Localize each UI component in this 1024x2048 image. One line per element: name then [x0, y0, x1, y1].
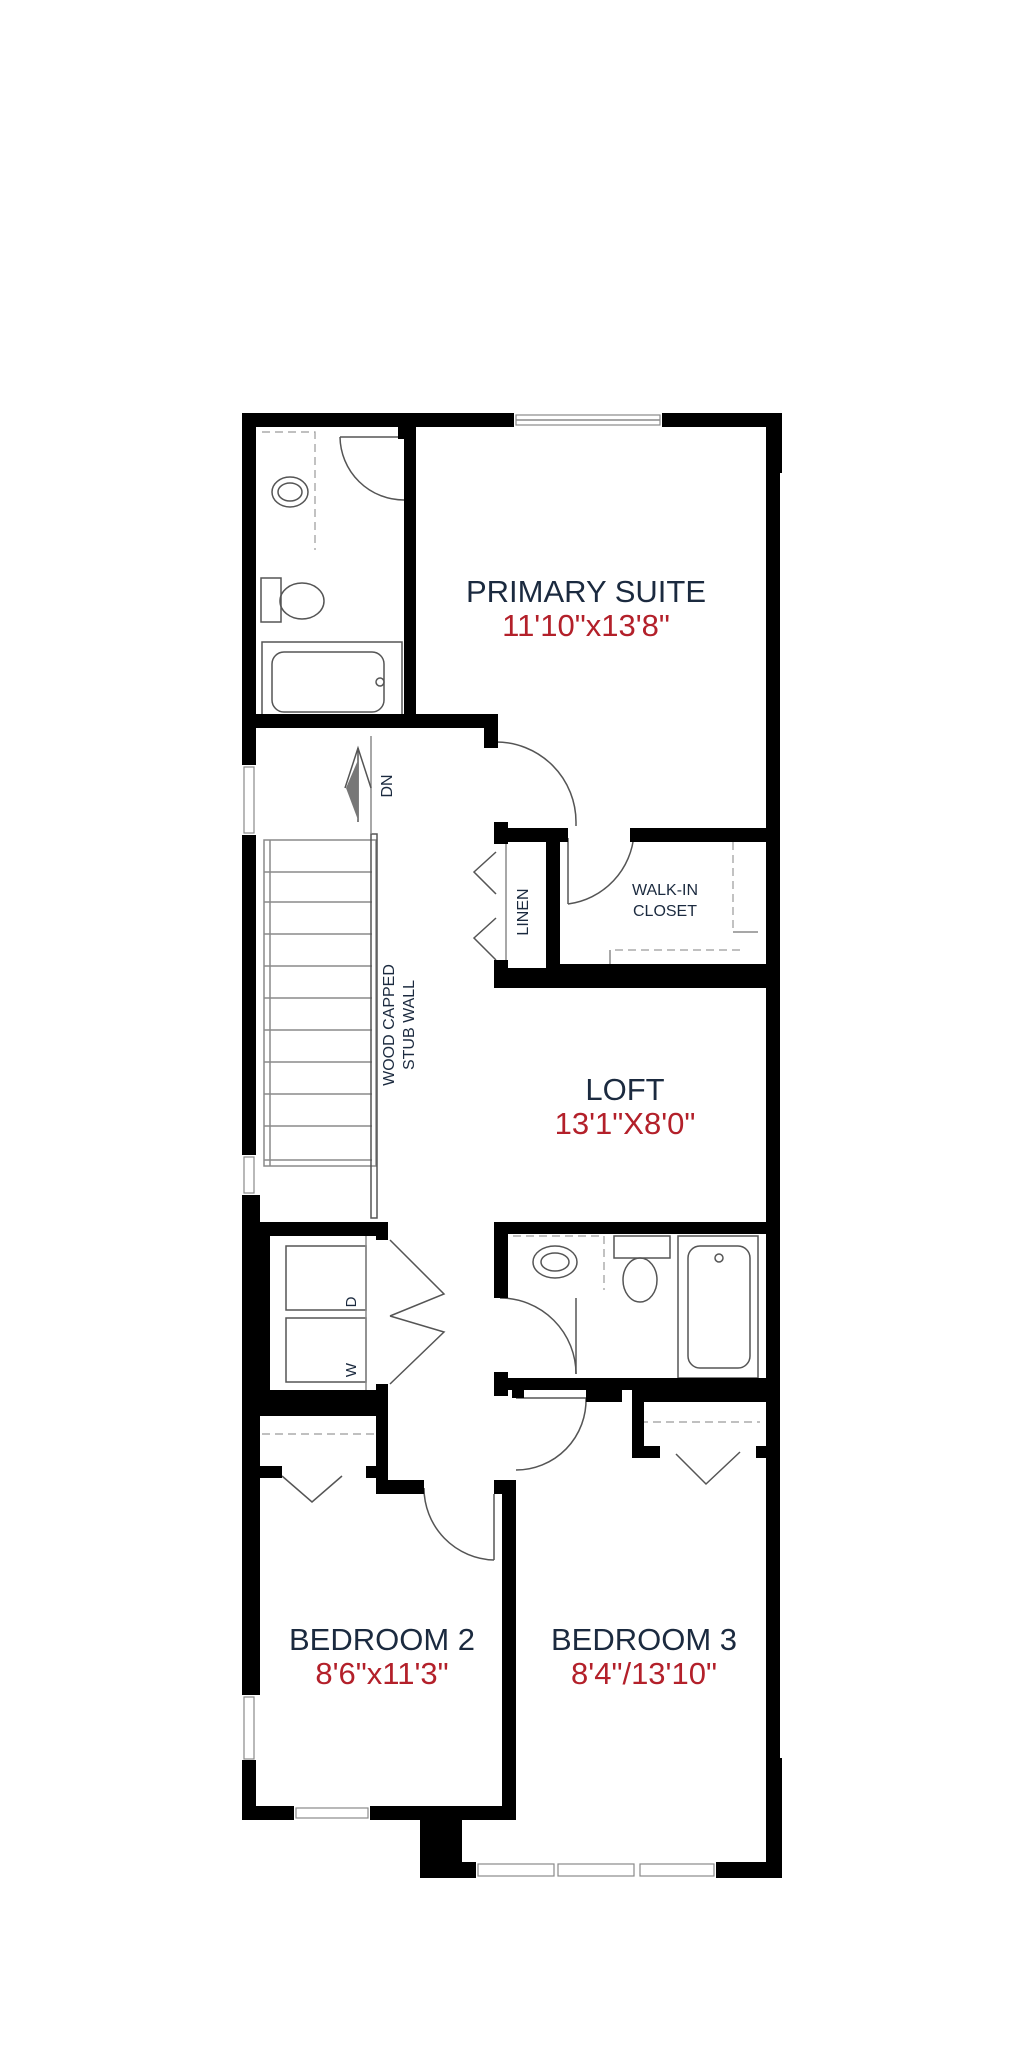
bedroom-2-name: BEDROOM 2: [289, 1622, 475, 1657]
ensuite-sink: [271, 476, 309, 508]
primary-suite-dimensions: 11'10"x13'8": [502, 608, 670, 643]
main-bath-toilet: [622, 1257, 658, 1303]
walk-in-label-line2: CLOSET: [633, 903, 697, 920]
main-bath-faucet: [714, 1253, 724, 1263]
laundry-bifold-door: [389, 1239, 446, 1317]
walk-in-label-line1: WALK-IN: [632, 882, 698, 899]
loft-name: LOFT: [585, 1072, 664, 1107]
stub-wall-label-line1: WOOD CAPPED: [381, 964, 398, 1086]
main-bath-vanity-counter: [500, 1235, 605, 1290]
walk-in-door: [567, 833, 635, 905]
main-bath-door: [499, 1297, 577, 1375]
window-stair-upper: [243, 766, 255, 834]
dryer-label: D: [343, 1296, 360, 1307]
main-bath-sink: [532, 1245, 578, 1279]
window-bedroom-2: [295, 1807, 369, 1819]
stub-wall: [370, 833, 378, 1219]
labels: PRIMARY SUITE 11'10"x13'8" WALK-IN CLOSE…: [289, 574, 737, 1691]
washer-label: W: [343, 1362, 360, 1377]
bedroom-3-name: BEDROOM 3: [551, 1622, 737, 1657]
ensuite-vanity-counter: [262, 431, 316, 550]
bedroom-2-dimensions: 8'6"x11'3": [315, 1656, 448, 1691]
bedroom-2-closet-door: [281, 1475, 343, 1503]
window-bedroom-3-mid: [557, 1863, 635, 1877]
window-stair-lower: [243, 1156, 255, 1194]
window-bedroom-2-side: [243, 1696, 255, 1760]
primary-suite-name: PRIMARY SUITE: [466, 574, 706, 609]
ensuite-toilet: [279, 582, 325, 620]
linen-label: LINEN: [515, 888, 532, 935]
loft-dimensions: 13'1"X8'0": [555, 1106, 696, 1141]
fixtures: [260, 431, 760, 1435]
bedroom-3-closet-door: [675, 1451, 741, 1486]
ensuite-tub-faucet: [375, 677, 385, 687]
window-bedroom-3-left: [477, 1863, 555, 1877]
linen-bifold-door: [472, 851, 497, 895]
ensuite-door: [339, 436, 405, 501]
walls: [242, 413, 782, 1878]
bedroom-3-door: [515, 1397, 587, 1471]
bedroom-3-dimensions: 8'4"/13'10": [571, 1656, 717, 1691]
window-bedroom-3-right: [639, 1863, 715, 1877]
ensuite-toilet-tank: [260, 577, 282, 623]
main-bath-tub: [677, 1235, 759, 1379]
stub-wall-label-line2: STUB WALL: [401, 980, 418, 1070]
bedroom-2-door: [423, 1487, 495, 1561]
doors: [281, 436, 741, 1561]
stairs-down-label: DN: [379, 774, 396, 797]
windows: [243, 414, 715, 1877]
primary-suite-door: [495, 741, 577, 826]
main-bath-toilet-tank: [613, 1235, 671, 1259]
staircase: [263, 839, 377, 1167]
